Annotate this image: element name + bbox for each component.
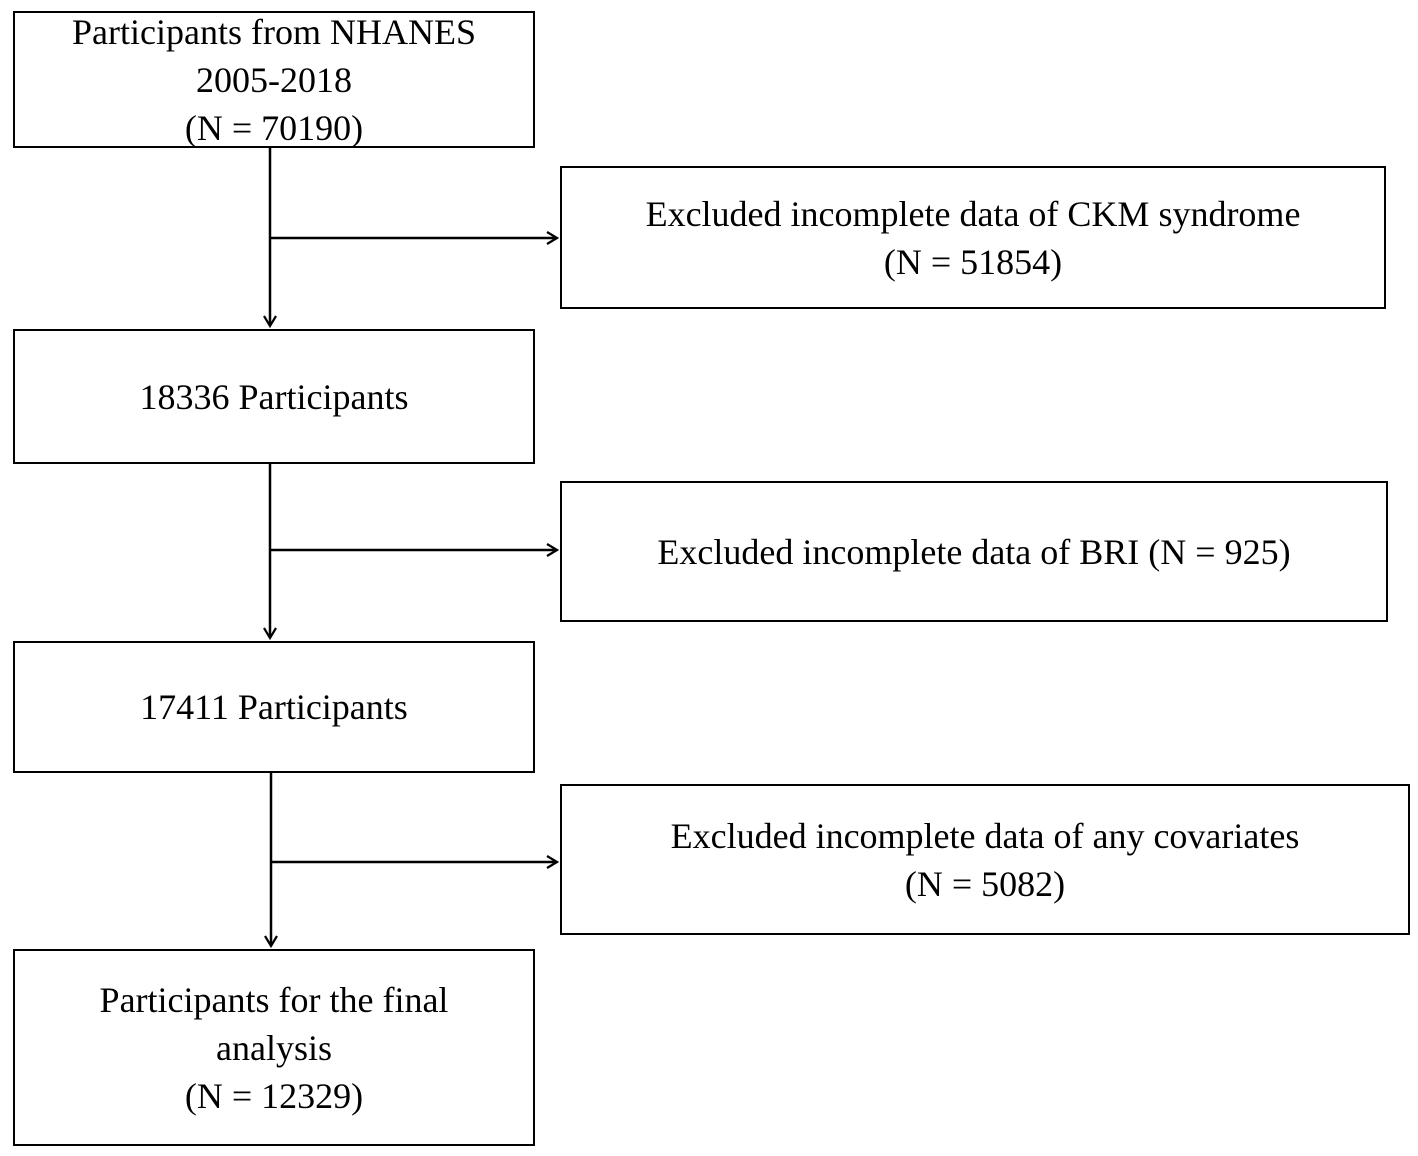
step-box-17411-participants: 17411 Participants (13, 641, 535, 773)
exclusion-box-ckm-syndrome: Excluded incomplete data of CKM syndrome… (560, 166, 1386, 309)
step-box-18336-participants: 18336 Participants (13, 329, 535, 464)
exclusion-box-bri: Excluded incomplete data of BRI (N = 925… (560, 481, 1388, 622)
exclusion-box-covariates-text: Excluded incomplete data of any covariat… (670, 815, 1300, 904)
exclusion-box-ckm-syndrome-text: Excluded incomplete data of CKM syndrome… (645, 193, 1301, 282)
step-box-nhanes-participants: Participants from NHANES 2005-2018 (N = … (13, 11, 535, 148)
step-box-nhanes-participants-text: Participants from NHANES 2005-2018 (N = … (72, 11, 476, 148)
step-box-18336-participants-text: 18336 Participants (139, 376, 409, 417)
exclusion-box-bri-text: Excluded incomplete data of BRI (N = 925… (657, 531, 1291, 572)
step-box-final-analysis-text: Participants for the final analysis (N =… (99, 979, 449, 1116)
step-box-final-analysis: Participants for the final analysis (N =… (13, 949, 535, 1146)
step-box-17411-participants-text: 17411 Participants (140, 687, 408, 727)
exclusion-box-covariates: Excluded incomplete data of any covariat… (560, 784, 1410, 935)
